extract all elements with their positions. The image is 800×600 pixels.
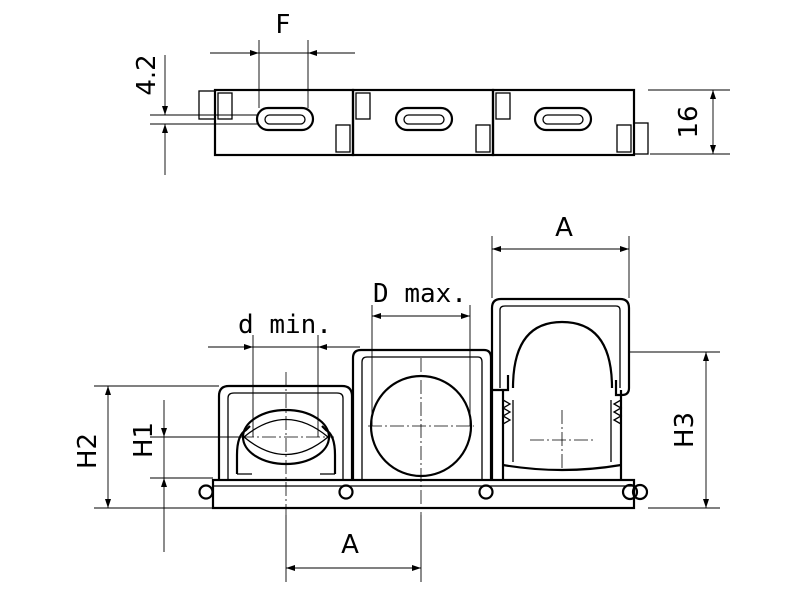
clip-1 [217,384,354,480]
dimension-d-max: D max. [371,279,471,426]
dimension-h3: H3 [629,351,720,509]
label-a-top: A [555,213,573,243]
label-f: F [276,10,291,40]
label-d-min: d min. [238,310,332,340]
label-4-2: 4.2 [132,54,162,95]
label-h1: H1 [129,422,159,458]
right-tab [633,122,649,155]
label-a-bottom: A [341,530,359,560]
dimension-f: F [210,10,355,108]
strip-segment-2 [351,88,495,157]
base-rail [198,478,649,510]
strip-segment-1 [213,88,355,157]
front-view: A D max. d min. H2 [73,213,720,582]
dimension-a-bottom: A [285,515,422,582]
label-h2: H2 [73,433,103,469]
strip-segment-3 [491,88,636,157]
label-h3: H3 [670,412,700,448]
label-16: 16 [674,105,704,138]
dimension-h2: H2 [73,385,219,509]
dimension-16: 16 [648,89,730,155]
dimension-4-2: 4.2 [132,54,258,175]
dimension-d-min: d min. [208,310,360,437]
dimension-a-top: A [491,213,630,298]
clip-3 [490,297,631,480]
label-d-max: D max. [373,279,467,309]
dimension-h1: H1 [129,400,243,552]
top-view: F 4.2 16 [132,10,730,175]
